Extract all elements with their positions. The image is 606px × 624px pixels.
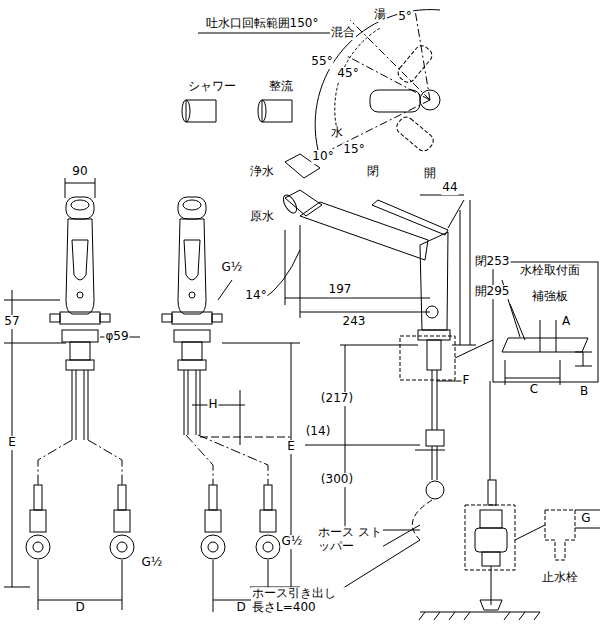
drawing-label: (14) xyxy=(305,425,332,439)
drawing-label: 243 xyxy=(342,315,367,329)
drawing-label: 15° xyxy=(342,143,365,157)
drawing-label: 水 xyxy=(330,126,344,140)
drawing-label: シャワー xyxy=(187,80,237,94)
drawing-label: 90 xyxy=(71,165,88,179)
drawing-label: 吐水口回転範囲150° xyxy=(205,17,320,31)
drawing-label: E xyxy=(7,436,17,450)
drawing-label: (217) xyxy=(320,392,354,406)
drawing-label: 湯 xyxy=(373,8,387,22)
drawing-label: G xyxy=(580,512,591,526)
drawing-label: 57 xyxy=(3,315,20,329)
drawing-label: 10° xyxy=(311,150,334,164)
drawing-label: ホース ストッパー xyxy=(317,526,383,554)
drawing-label: 閉253 xyxy=(474,255,511,269)
drawing-label: 55° xyxy=(310,55,333,69)
drawing-label: 開 xyxy=(423,167,437,181)
drawing-label: 5° xyxy=(397,10,413,24)
drawing-label: D xyxy=(235,601,246,615)
front-view xyxy=(4,178,140,610)
drawing-label: 混合 xyxy=(330,26,356,40)
drawing-label: 原水 xyxy=(249,210,275,224)
drawing-label: 整流 xyxy=(268,80,294,94)
drawing-label: ホース引き出し 長さL=400 xyxy=(251,587,349,615)
drawing-label: 止水栓 xyxy=(541,571,579,585)
drawing-label: G½ xyxy=(281,535,304,549)
drawing-label: E xyxy=(286,440,296,454)
drawing-label: 補強板 xyxy=(531,290,569,304)
drawing-label: A xyxy=(561,315,571,329)
drawing-label: (300) xyxy=(320,473,354,487)
drawing-label: 水栓取付面 xyxy=(519,264,581,278)
drawing-label: G½ xyxy=(141,556,164,570)
detail-view xyxy=(455,262,598,385)
drawing-label: F xyxy=(462,374,471,388)
drawing-label: H xyxy=(207,398,218,412)
drawing-label: 閉 xyxy=(366,165,380,179)
stop-valve xyxy=(419,480,600,620)
side-view xyxy=(262,154,490,590)
drawing-label: D xyxy=(74,601,85,615)
drawing-label: C xyxy=(529,383,539,397)
drawing-label: 45° xyxy=(336,67,359,81)
drawing-label: φ59 xyxy=(104,330,129,344)
drawing-label: 197 xyxy=(328,283,353,297)
drawing-label: 開295 xyxy=(474,285,511,299)
drawing-label: 14° xyxy=(244,289,267,303)
front-view xyxy=(162,197,300,612)
drawing-label: B xyxy=(579,385,589,399)
drawing-label: G½ xyxy=(221,261,244,275)
rotation-view xyxy=(182,10,440,154)
drawing-label: 浄水 xyxy=(249,165,275,179)
drawing-label: 44 xyxy=(441,181,458,195)
